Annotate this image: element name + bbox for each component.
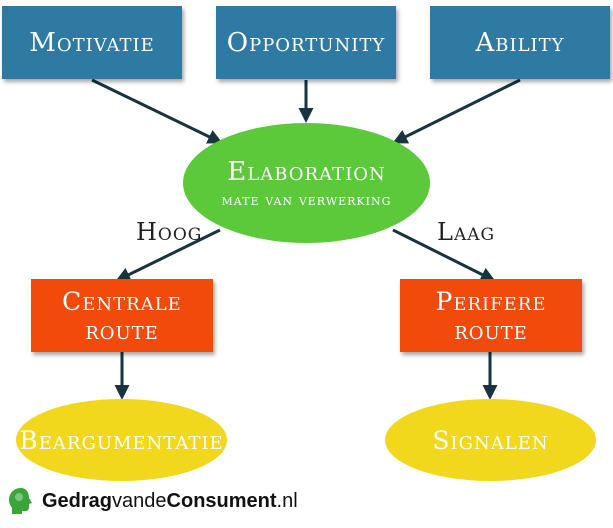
- node-perifere-route: Perifere route: [400, 279, 582, 352]
- arrow-ability-elaboration: [392, 78, 521, 144]
- node-opportunity: Opportunity: [216, 6, 396, 79]
- head-icon: [9, 488, 32, 514]
- arrow-elaboration-perifere: [392, 228, 496, 282]
- node-beargumentatie: Beargumentatie: [16, 399, 227, 481]
- edge-label-hoog: Hoog: [136, 218, 203, 246]
- logo-text-nl: .nl: [276, 489, 298, 512]
- node-signalen: Signalen: [385, 399, 596, 481]
- node-elaboration: Elaboration mate van verwerking: [183, 123, 430, 243]
- node-signalen-label: Signalen: [432, 425, 549, 455]
- node-centrale-route: Centrale route: [31, 279, 213, 352]
- edge-label-laag: Laag: [437, 218, 496, 246]
- node-centrale-route-label: Centrale route: [62, 286, 182, 345]
- node-elaboration-title: Elaboration: [227, 157, 386, 187]
- arrow-motivatie-elaboration: [91, 78, 223, 144]
- node-opportunity-label: Opportunity: [226, 27, 386, 58]
- node-ability: Ability: [430, 6, 610, 79]
- logo-text-gedrag: Gedrag: [42, 489, 113, 512]
- node-ability-label: Ability: [475, 27, 565, 58]
- logo-text-consument: Consument: [166, 489, 277, 512]
- node-motivatie: Motivatie: [2, 6, 182, 79]
- node-motivatie-label: Motivatie: [29, 27, 155, 58]
- node-beargumentatie-label: Beargumentatie: [19, 425, 224, 455]
- node-perifere-route-label: Perifere route: [435, 286, 547, 345]
- logo-text-vande: vande: [112, 489, 167, 512]
- node-elaboration-subtitle: mate van verwerking: [221, 191, 392, 209]
- arrow-elaboration-centrale: [115, 228, 221, 282]
